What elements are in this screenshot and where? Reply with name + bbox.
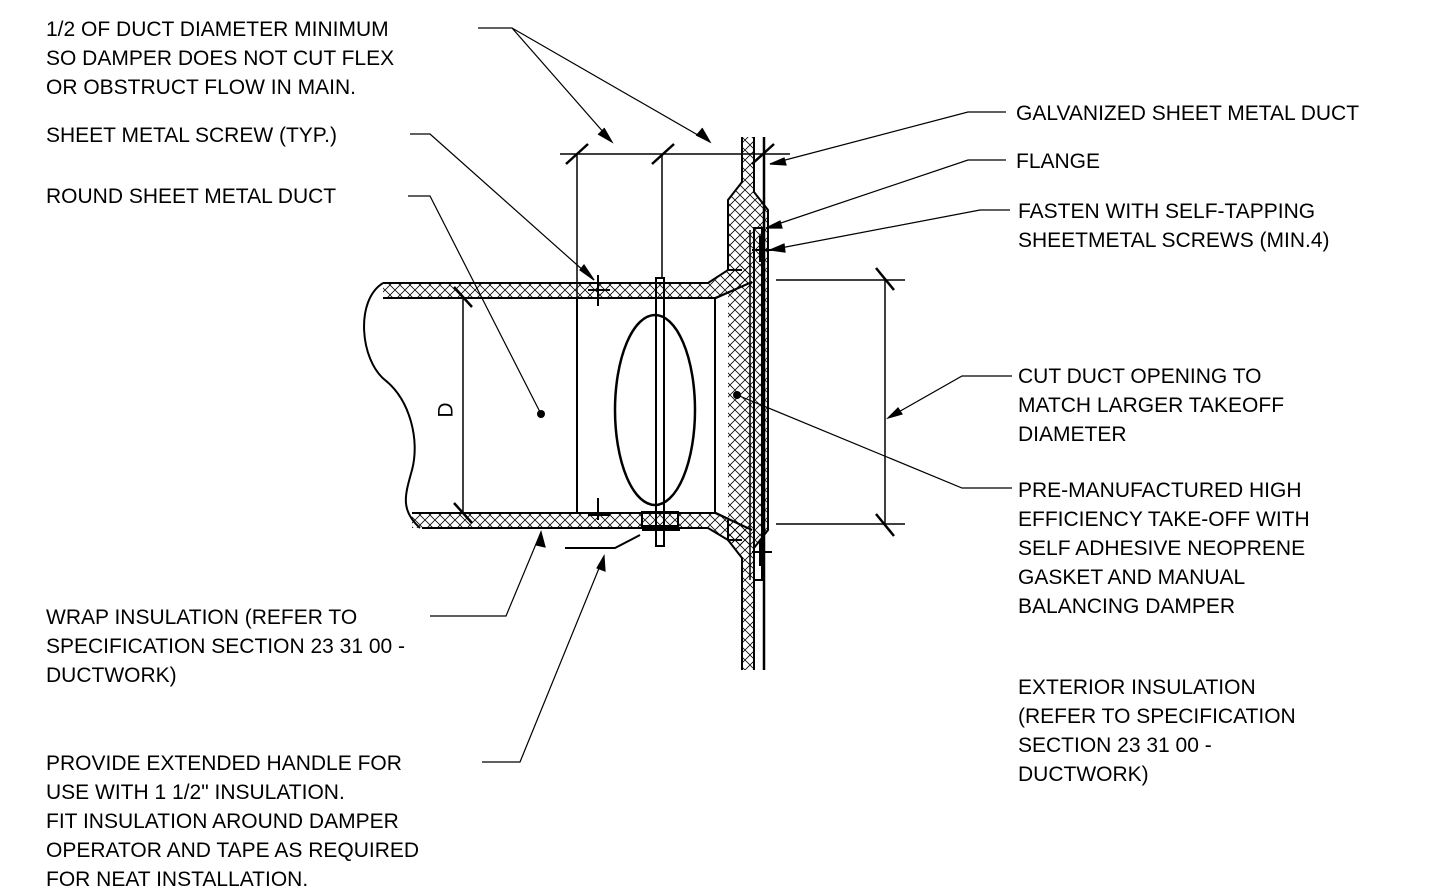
leader-cut-opening bbox=[887, 375, 1012, 419]
leader-galvanized bbox=[769, 111, 1006, 165]
top-duct-insulation bbox=[383, 266, 750, 298]
label-fasten: FASTEN WITH SELF-TAPPING SHEETMETAL SCRE… bbox=[1018, 200, 1330, 252]
dimension-opening bbox=[776, 267, 905, 537]
dot-round-duct bbox=[537, 410, 545, 418]
leader-flange bbox=[765, 159, 1006, 229]
label-cut-opening: CUT DUCT OPENING TO MATCH LARGER TAKEOFF… bbox=[1018, 365, 1290, 446]
leader-wrap-insulation bbox=[430, 531, 542, 617]
flange bbox=[753, 227, 763, 581]
label-exterior-insulation: EXTERIOR INSULATION (REFER TO SPECIFICAT… bbox=[1018, 676, 1302, 786]
label-half-diameter: 1/2 OF DUCT DIAMETER MINIMUM SO DAMPER D… bbox=[46, 18, 400, 99]
label-galvanized: GALVANIZED SHEET METAL DUCT bbox=[1016, 102, 1359, 125]
leader-screw bbox=[410, 133, 595, 281]
label-screw: SHEET METAL SCREW (TYP.) bbox=[46, 124, 337, 147]
leader-round-duct bbox=[408, 195, 542, 415]
label-wrap-insulation: WRAP INSULATION (REFER TO SPECIFICATION … bbox=[46, 606, 411, 687]
label-takeoff: PRE-MANUFACTURED HIGH EFFICIENCY TAKE-OF… bbox=[1018, 479, 1316, 618]
leader-takeoff bbox=[736, 394, 1012, 489]
label-round-duct: ROUND SHEET METAL DUCT bbox=[46, 185, 336, 208]
leader-fasten bbox=[769, 209, 1010, 251]
label-extended-handle: PROVIDE EXTENDED HANDLE FOR USE WITH 1 1… bbox=[46, 752, 425, 891]
dimension-half-diameter bbox=[560, 143, 790, 298]
duct-break-line bbox=[363, 282, 421, 529]
damper-quadrant bbox=[641, 511, 679, 527]
dot-takeoff bbox=[733, 391, 741, 399]
leader-lines bbox=[408, 27, 1012, 763]
leader-extended-handle bbox=[482, 555, 605, 763]
damper-shaft bbox=[655, 277, 665, 547]
dimension-d-label: D bbox=[435, 402, 458, 417]
dimension-d: D bbox=[435, 286, 473, 524]
leader-half-diameter bbox=[478, 27, 711, 143]
bottom-duct-insulation bbox=[412, 513, 750, 545]
handle-extension bbox=[565, 534, 641, 549]
balancing-damper bbox=[565, 277, 697, 549]
label-flange: FLANGE bbox=[1016, 150, 1100, 173]
